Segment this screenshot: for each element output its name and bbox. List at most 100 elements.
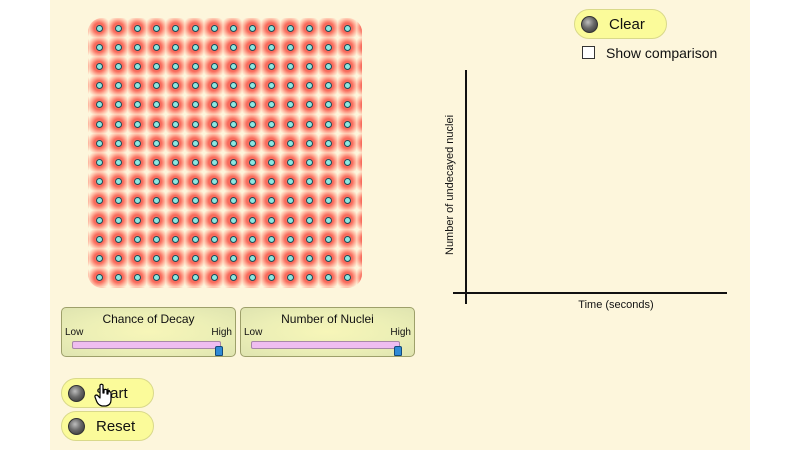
nucleus	[229, 139, 237, 147]
number-of-nuclei-track[interactable]	[251, 341, 400, 349]
nucleus	[134, 24, 142, 32]
nucleus	[210, 178, 218, 186]
nucleus	[229, 101, 237, 109]
chance-of-decay-thumb[interactable]	[215, 346, 223, 356]
nucleus	[229, 254, 237, 262]
nucleus	[96, 158, 103, 166]
nucleus	[229, 274, 237, 282]
nucleus	[134, 43, 142, 51]
nucleus	[153, 274, 161, 282]
nucleus	[287, 101, 294, 109]
nucleus	[210, 254, 218, 262]
nucleus	[153, 120, 161, 128]
nucleus	[96, 216, 103, 224]
nucleus	[287, 24, 294, 32]
reset-button[interactable]: Reset	[61, 411, 154, 441]
nucleus	[287, 43, 294, 51]
nucleus	[344, 274, 352, 282]
nucleus	[306, 274, 314, 282]
number-of-nuclei-slider: Number of Nuclei Low High	[240, 307, 415, 357]
nucleus	[153, 62, 161, 70]
nucleus	[210, 216, 218, 224]
nucleus	[267, 43, 275, 51]
chance-of-decay-track[interactable]	[72, 341, 221, 349]
nucleus	[210, 120, 218, 128]
nucleus	[229, 120, 237, 128]
nucleus	[96, 254, 103, 262]
nucleus	[306, 101, 314, 109]
nucleus	[172, 274, 180, 282]
nucleus	[210, 197, 218, 205]
nucleus	[306, 158, 314, 166]
nucleus	[134, 178, 142, 186]
nucleus	[325, 158, 333, 166]
nucleus	[153, 178, 161, 186]
nucleus	[306, 82, 314, 90]
button-led-icon	[68, 385, 85, 402]
nucleus	[248, 62, 256, 70]
nucleus	[153, 216, 161, 224]
nucleus	[210, 43, 218, 51]
nucleus	[191, 274, 199, 282]
nucleus	[115, 197, 123, 205]
number-of-nuclei-thumb[interactable]	[394, 346, 402, 356]
nucleus	[172, 178, 180, 186]
nucleus	[229, 158, 237, 166]
chance-of-decay-slider: Chance of Decay Low High	[61, 307, 236, 357]
nucleus	[344, 43, 352, 51]
nucleus	[153, 254, 161, 262]
nucleus	[248, 235, 256, 243]
nucleus	[115, 216, 123, 224]
nucleus	[172, 82, 180, 90]
nucleus	[172, 43, 180, 51]
nucleus	[134, 139, 142, 147]
show-comparison-checkbox[interactable]	[582, 46, 595, 59]
nucleus	[210, 274, 218, 282]
nucleus	[191, 120, 199, 128]
nucleus	[248, 197, 256, 205]
nucleus	[267, 120, 275, 128]
nucleus	[306, 178, 314, 186]
nucleus	[267, 82, 275, 90]
nucleus	[134, 62, 142, 70]
nucleus	[306, 139, 314, 147]
nucleus	[115, 101, 123, 109]
nucleus	[115, 235, 123, 243]
nucleus	[306, 216, 314, 224]
chance-of-decay-high-label: High	[211, 327, 232, 338]
nucleus	[115, 158, 123, 166]
nucleus	[96, 120, 103, 128]
clear-button[interactable]: Clear	[574, 9, 667, 39]
nucleus	[210, 62, 218, 70]
nucleus	[134, 158, 142, 166]
nucleus	[153, 158, 161, 166]
nucleus	[153, 139, 161, 147]
nucleus	[248, 101, 256, 109]
nucleus	[267, 24, 275, 32]
nucleus	[287, 120, 294, 128]
nucleus	[325, 254, 333, 262]
nucleus	[115, 120, 123, 128]
nucleus	[210, 158, 218, 166]
nucleus	[191, 82, 199, 90]
nucleus	[96, 235, 103, 243]
nucleus	[115, 82, 123, 90]
button-led-icon	[68, 418, 85, 435]
nucleus	[267, 216, 275, 224]
nucleus	[325, 82, 333, 90]
nucleus	[248, 43, 256, 51]
decay-graph: Number of undecayed nuclei Time (seconds…	[445, 70, 727, 311]
nucleus	[134, 216, 142, 224]
nucleus	[172, 139, 180, 147]
nuclei-field	[88, 18, 362, 288]
simulation-window: Clear Show comparison Number of undecaye…	[50, 0, 750, 450]
nucleus	[325, 274, 333, 282]
nucleus	[248, 82, 256, 90]
nucleus	[306, 120, 314, 128]
nucleus	[134, 235, 142, 243]
nucleus	[172, 158, 180, 166]
nucleus	[153, 43, 161, 51]
nucleus	[248, 254, 256, 262]
nucleus	[287, 254, 294, 262]
nucleus	[172, 101, 180, 109]
